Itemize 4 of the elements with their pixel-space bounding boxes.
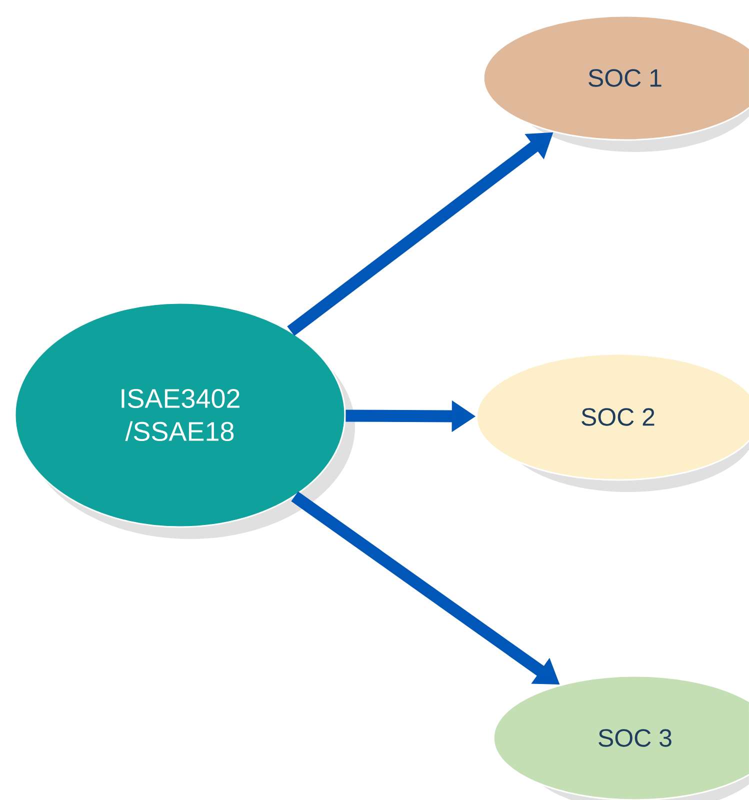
- ellipse-node: ISAE3402 /SSAE18: [14, 302, 346, 528]
- ellipse-node: SOC 1: [482, 15, 749, 141]
- ellipse-node: SOC 3: [492, 675, 749, 800]
- ellipse-node: SOC 2: [476, 353, 749, 481]
